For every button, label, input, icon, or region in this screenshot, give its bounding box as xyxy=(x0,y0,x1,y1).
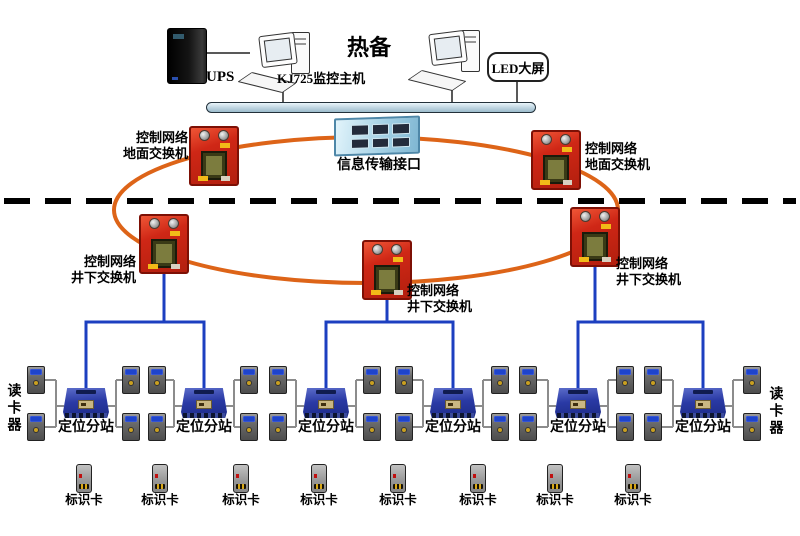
bolt-icon xyxy=(391,244,402,255)
surface-switch-right xyxy=(531,130,581,190)
computer-monitor xyxy=(428,29,468,67)
id-card-label: 标识卡 xyxy=(459,493,497,507)
identification-card xyxy=(547,464,563,493)
bolt-icon xyxy=(580,211,591,222)
card-reader xyxy=(269,413,287,441)
card-reader xyxy=(148,413,166,441)
bolt-icon xyxy=(218,130,229,141)
hot-standby-label: 热备 xyxy=(347,35,392,60)
backup-host-computer xyxy=(407,29,486,91)
card-reader xyxy=(644,366,662,394)
ups-tower xyxy=(167,28,207,84)
network-drop-right xyxy=(576,267,705,390)
positioning-substation xyxy=(555,388,601,418)
switch-display xyxy=(201,151,227,180)
card-reader xyxy=(27,366,45,394)
switch-display xyxy=(543,155,569,184)
switch-display xyxy=(151,239,177,268)
info-interface-device xyxy=(334,115,420,157)
card-reader xyxy=(148,366,166,394)
surface-connection-lines xyxy=(205,52,518,102)
surface-switch-left xyxy=(189,126,239,186)
bolt-icon xyxy=(168,218,179,229)
id-card-label: 标识卡 xyxy=(300,493,338,507)
substation-label: 定位分站 xyxy=(298,420,354,435)
card-reader xyxy=(519,366,537,394)
bolt-icon xyxy=(599,211,610,222)
switch-display xyxy=(582,232,608,261)
identification-card xyxy=(470,464,486,493)
card-reader xyxy=(616,413,634,441)
bolt-icon xyxy=(541,134,552,145)
card-reader xyxy=(27,413,45,441)
card-reader xyxy=(519,413,537,441)
identification-card xyxy=(152,464,168,493)
positioning-substation xyxy=(680,388,726,418)
positioning-substation xyxy=(430,388,476,418)
identification-card xyxy=(625,464,641,493)
surface-switch-right-label: 控制网络 地面交换机 xyxy=(585,141,651,173)
id-card-label: 标识卡 xyxy=(141,493,179,507)
card-reader xyxy=(240,413,258,441)
card-reader xyxy=(269,366,287,394)
id-card-label: 标识卡 xyxy=(536,493,574,507)
card-reader xyxy=(122,413,140,441)
underground-switch-middle xyxy=(362,240,412,300)
bolt-icon xyxy=(560,134,571,145)
card-reader xyxy=(363,366,381,394)
led-screen-box: LED大屏 xyxy=(487,52,549,82)
substation-label: 定位分站 xyxy=(425,420,481,435)
underground-switch-left xyxy=(139,214,189,274)
card-reader xyxy=(395,366,413,394)
substation-label: 定位分站 xyxy=(675,420,731,435)
identification-card xyxy=(311,464,327,493)
reader-link-lines xyxy=(45,379,743,428)
card-reader-group-label-left: 读卡器 xyxy=(5,383,21,434)
bolt-icon xyxy=(199,130,210,141)
id-card-label: 标识卡 xyxy=(222,493,260,507)
surface-switch-left-label: 控制网络 地面交换机 xyxy=(122,130,188,162)
monitor-host-computer xyxy=(237,31,316,93)
id-card-label: 标识卡 xyxy=(614,493,652,507)
info-interface-label: 信息传输接口 xyxy=(337,158,421,173)
underground-switch-left-label: 控制网络 井下交换机 xyxy=(70,254,136,286)
ups-label: UPS xyxy=(206,69,235,85)
card-reader xyxy=(122,366,140,394)
card-reader xyxy=(240,366,258,394)
id-card-label: 标识卡 xyxy=(65,493,103,507)
card-reader xyxy=(363,413,381,441)
underground-switch-right xyxy=(570,207,620,267)
card-reader xyxy=(644,413,662,441)
substation-label: 定位分站 xyxy=(550,420,606,435)
card-reader xyxy=(743,413,761,441)
id-card-label: 标识卡 xyxy=(379,493,417,507)
card-reader-group-label-right: 读卡器 xyxy=(767,386,783,437)
network-drop-middle xyxy=(324,300,455,390)
identification-card xyxy=(233,464,249,493)
underground-switch-right-label: 控制网络 井下交换机 xyxy=(616,256,682,288)
card-reader xyxy=(395,413,413,441)
card-reader xyxy=(616,366,634,394)
substation-label: 定位分站 xyxy=(58,420,114,435)
switch-display xyxy=(374,265,400,294)
identification-card xyxy=(76,464,92,493)
backbone-bar xyxy=(206,102,536,113)
card-reader xyxy=(491,413,509,441)
positioning-substation xyxy=(181,388,227,418)
positioning-substation xyxy=(303,388,349,418)
computer-monitor xyxy=(258,31,298,69)
identification-card xyxy=(390,464,406,493)
host-label: KJ725监控主机 xyxy=(277,71,366,86)
positioning-substation xyxy=(63,388,109,418)
network-drop-left xyxy=(84,274,206,390)
led-label: LED大屏 xyxy=(491,60,545,76)
bolt-icon xyxy=(372,244,383,255)
bolt-icon xyxy=(149,218,160,229)
substation-label: 定位分站 xyxy=(176,420,232,435)
card-reader xyxy=(491,366,509,394)
underground-switch-middle-label: 控制网络 井下交换机 xyxy=(407,283,473,315)
card-reader xyxy=(743,366,761,394)
